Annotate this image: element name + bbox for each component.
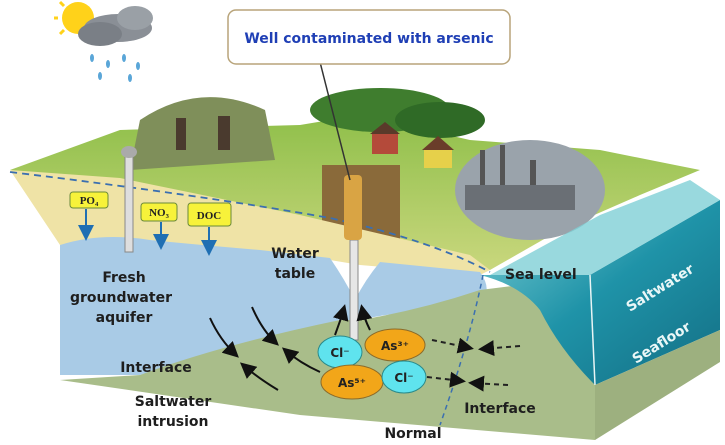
svg-text:DOC: DOC xyxy=(197,210,222,222)
rice-field-photo xyxy=(130,97,275,170)
box-edge xyxy=(589,274,596,386)
label-normal: Normal xyxy=(384,426,441,442)
title: Well contaminated with arsenic xyxy=(244,31,493,47)
dashed-arrows xyxy=(426,337,521,392)
svg-text:As³⁺: As³⁺ xyxy=(381,339,409,353)
nutrient-doc: DOC xyxy=(187,202,232,256)
fresh-aquifer xyxy=(60,236,487,375)
factory-chimneys xyxy=(465,145,575,210)
label-interface-left: Interface xyxy=(120,360,192,376)
label-table: table xyxy=(275,266,315,282)
label-sea-level: Sea level xyxy=(505,267,577,283)
label-interface-right: Interface xyxy=(464,401,536,417)
label-fresh: Fresh xyxy=(102,270,145,286)
label-water: Water xyxy=(271,246,319,262)
well-pipe-left xyxy=(121,146,137,253)
svg-text:As⁵⁺: As⁵⁺ xyxy=(338,376,366,390)
ion-as5: As⁵⁺ xyxy=(320,364,384,400)
title-box xyxy=(227,9,511,65)
farmers-photo xyxy=(176,116,230,150)
label-aquifer: aquifer xyxy=(96,310,153,326)
rain-cloud-icon xyxy=(78,6,153,82)
sea-body xyxy=(480,200,720,385)
seafloor-band xyxy=(595,330,720,440)
water-table-line xyxy=(9,171,491,273)
flow-arrows xyxy=(209,304,373,391)
svg-text:NO₃: NO₃ xyxy=(149,207,170,219)
callout-pointer xyxy=(319,61,351,181)
svg-text:Cl⁻: Cl⁻ xyxy=(330,346,349,360)
sea-surface xyxy=(490,180,720,275)
svg-text:Cl⁻: Cl⁻ xyxy=(394,371,413,385)
label-saltwater-intrusion-2: intrusion xyxy=(137,414,208,430)
ion-cl-2: Cl⁻ xyxy=(381,360,427,394)
label-saltwater-intrusion-1: Saltwater xyxy=(135,394,212,410)
trees-and-houses xyxy=(310,88,485,168)
nutrient-no3: NO₃ xyxy=(140,202,178,250)
ion-as3: As³⁺ xyxy=(364,328,426,362)
svg-text:PO₄: PO₄ xyxy=(80,195,99,207)
ion-cl-1: Cl⁻ xyxy=(317,335,363,369)
nutrient-po4: PO₄ xyxy=(69,191,109,241)
label-groundwater: groundwater xyxy=(70,290,172,306)
